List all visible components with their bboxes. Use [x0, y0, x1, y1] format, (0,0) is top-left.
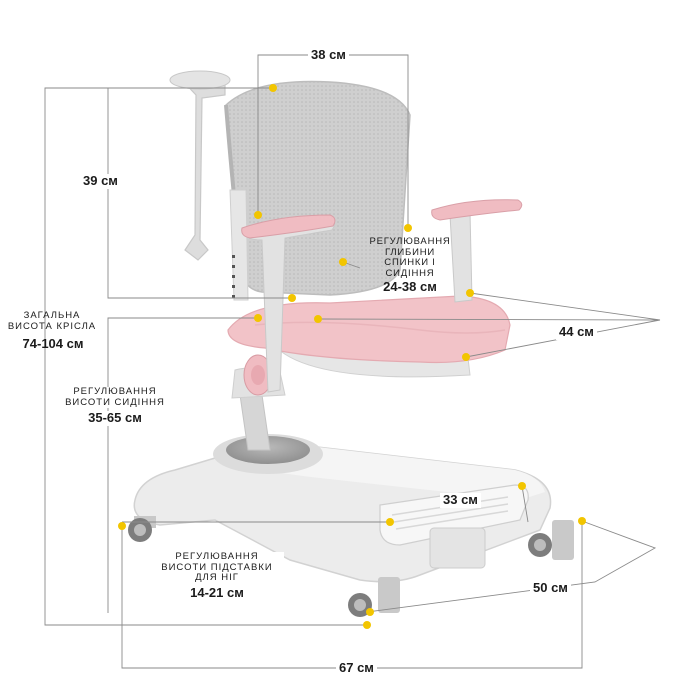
marker-dot	[118, 522, 126, 530]
seat-height-value: 35-65 см	[66, 410, 164, 426]
backrest-width-label: 38 см	[308, 47, 349, 63]
marker-dot	[254, 314, 262, 322]
base-depth-label: 50 см	[530, 580, 571, 596]
marker-dot	[462, 353, 470, 361]
marker-dot	[269, 84, 277, 92]
backrest-height-label: 39 см	[80, 173, 121, 189]
depth-adjust-title-text: РЕГУЛЮВАННЯ ГЛИБИНИ СПИНКИ І СИДІННЯ	[369, 236, 451, 279]
footrest-adjust-title-text: РЕГУЛЮВАННЯ ВИСОТИ ПІДСТАВКИ ДЛЯ НІГ	[161, 551, 273, 584]
total-height-value: 74-104 см	[22, 336, 84, 351]
footrest-adjust-value: 14-21 см	[174, 585, 260, 601]
seat-height-title-text: РЕГУЛЮВАННЯ ВИСОТИ СИДІННЯ	[65, 386, 165, 408]
marker-dot	[363, 621, 371, 629]
marker-dot	[366, 608, 374, 616]
total-height-title: ЗАГАЛЬНА ВИСОТА КРІСЛА	[2, 310, 102, 332]
marker-dot	[254, 211, 262, 219]
footrest-width-label: 33 см	[440, 492, 481, 508]
marker-dot	[339, 258, 347, 266]
footrest-adjust-title: РЕГУЛЮВАННЯ ВИСОТИ ПІДСТАВКИ ДЛЯ НІГ	[150, 551, 284, 584]
base-width-label: 67 см	[336, 660, 377, 676]
seat-width-label: 44 см	[556, 324, 597, 340]
seat	[227, 295, 511, 378]
footrest	[379, 484, 529, 569]
marker-dot	[578, 517, 586, 525]
depth-adjust-title: РЕГУЛЮВАННЯ ГЛИБИНИ СПИНКИ І СИДІННЯ	[362, 236, 458, 280]
marker-dot	[386, 518, 394, 526]
seat-height-title: РЕГУЛЮВАННЯ ВИСОТИ СИДІННЯ	[62, 386, 168, 409]
marker-dot	[466, 289, 474, 297]
casters	[128, 516, 574, 617]
total-height-title-text: ЗАГАЛЬНА ВИСОТА КРІСЛА	[7, 310, 97, 332]
left-armrest	[241, 214, 336, 393]
measurement-markers	[118, 84, 586, 629]
depth-adjust-value: 24-38 см	[383, 279, 437, 294]
marker-dot	[518, 482, 526, 490]
adjust-knob	[243, 354, 273, 396]
height-scale	[232, 255, 235, 298]
marker-dot	[404, 224, 412, 232]
marker-dot	[288, 294, 296, 302]
right-armrest	[431, 199, 523, 303]
marker-dot	[314, 315, 322, 323]
